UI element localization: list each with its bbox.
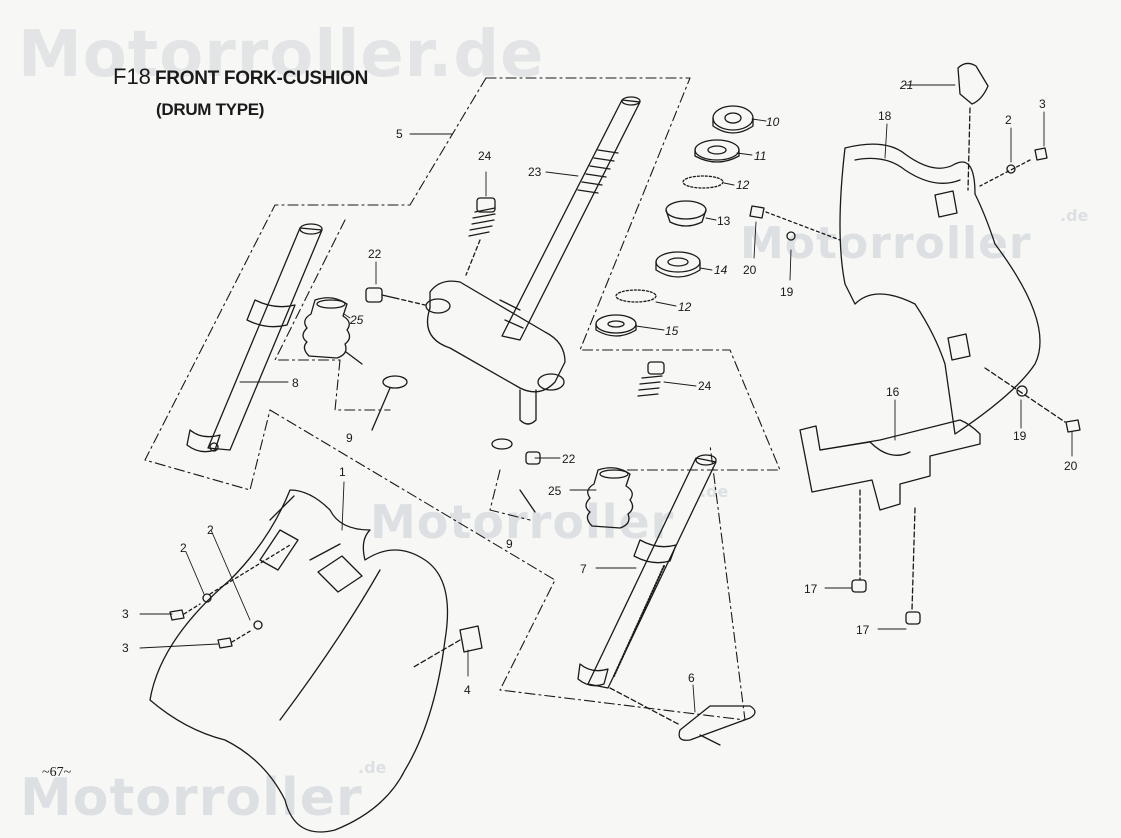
callout-22-upper: 22: [368, 247, 382, 261]
part-12-ball-race-top: [682, 175, 724, 189]
callout-3-b: 3: [122, 641, 129, 655]
part-10-lock-nut: [712, 105, 754, 134]
part-1-front-fender: [149, 489, 449, 833]
callout-5: 5: [396, 127, 403, 141]
callout-9-upper: 9: [346, 431, 353, 445]
callout-20-lower: 20: [1064, 459, 1078, 473]
callout-labels: 5 24 23 10 11 12 13 14 12 15 24 22 22 25…: [122, 78, 1078, 697]
callout-13: 13: [717, 214, 731, 228]
part-22-bolt-left: [365, 287, 426, 306]
callout-4: 4: [464, 683, 471, 697]
page-number: ~67~: [42, 765, 72, 780]
part-13-bearing-cone: [665, 200, 707, 227]
part-18-front-cover: [839, 143, 1041, 435]
callout-22-lower: 22: [562, 452, 576, 466]
callout-23: 23: [528, 165, 542, 179]
callout-19-upper: 19: [780, 285, 794, 299]
callout-15: 15: [665, 324, 679, 338]
callout-2-c: 2: [1005, 113, 1012, 127]
watermark-center-suffix: .de: [700, 482, 729, 501]
callout-16: 16: [886, 385, 900, 399]
callout-18: 18: [878, 109, 892, 123]
leader-lines: [139, 84, 1073, 713]
part-24-spring-right: [637, 361, 665, 397]
part-14-bearing-cup: [655, 251, 701, 278]
watermark-top-left: Motorroller.de: [18, 18, 545, 92]
assembly-boundaries: [144, 77, 781, 721]
callout-1: 1: [339, 465, 346, 479]
callout-8: 8: [292, 376, 299, 390]
watermark-center: Motorroller: [370, 495, 675, 549]
diagram-subtitle: (DRUM TYPE): [156, 100, 265, 119]
part-17-bolts: [851, 579, 921, 625]
part-8-fork-tube-left: [186, 223, 323, 453]
part-9-clip-left: [345, 351, 408, 431]
part-23-steering-stem: [425, 96, 641, 425]
callout-2-a: 2: [207, 523, 214, 537]
callout-24-right: 24: [698, 379, 712, 393]
hardware-right-cover: [984, 367, 1081, 433]
callout-17-b: 17: [856, 623, 870, 637]
callout-25-right: 25: [548, 484, 562, 498]
callout-11: 11: [754, 149, 766, 163]
callout-20-upper: 20: [743, 263, 757, 277]
diagram-title: FRONT FORK-CUSHION: [155, 68, 369, 89]
part-25-dust-boot-right: [585, 467, 634, 529]
part-7-fork-tube-right: [577, 454, 717, 689]
part-21-clip: [957, 62, 989, 191]
watermark-mid-right-suffix: .de: [1060, 206, 1089, 225]
part-16-stay-bracket: [799, 419, 981, 611]
diagram-code: F18: [113, 64, 151, 89]
part-9-clip-lower: [491, 438, 536, 513]
callout-24-top: 24: [478, 149, 492, 163]
callout-9-lower: 9: [506, 537, 513, 551]
part-12-ball-race-bottom: [615, 289, 657, 303]
part-4-clamp: [411, 625, 483, 669]
callout-3-c: 3: [1039, 97, 1046, 111]
callout-10: 10: [766, 115, 780, 129]
part-24-spring-top: [465, 197, 496, 276]
hardware-upper-right: [979, 147, 1048, 187]
watermark-mid-right: Motorroller: [740, 218, 1032, 269]
callout-2-b: 2: [180, 541, 187, 555]
watermark-bottom-left-suffix: .de: [358, 758, 387, 777]
part-11-adjusting-nut: [694, 139, 740, 163]
callout-19-lower: 19: [1013, 429, 1027, 443]
part-15-bottom-cone: [595, 314, 637, 337]
part-6-bracket: [609, 687, 756, 746]
callout-3-a: 3: [122, 607, 129, 621]
callout-25-left: 25: [349, 313, 364, 327]
callout-7: 7: [580, 562, 587, 576]
callout-14: 14: [714, 263, 728, 277]
watermark-bottom-left: Motorroller: [20, 768, 363, 828]
callout-6: 6: [688, 671, 695, 685]
callout-21: 21: [899, 78, 913, 92]
callout-12-bottom: 12: [678, 300, 692, 314]
callout-12-top: 12: [736, 178, 750, 192]
part-25-dust-boot-left: [302, 297, 351, 359]
hardware-left-cover: [749, 205, 841, 241]
callout-17-a: 17: [804, 582, 818, 596]
hardware-left-screws: [169, 544, 291, 649]
